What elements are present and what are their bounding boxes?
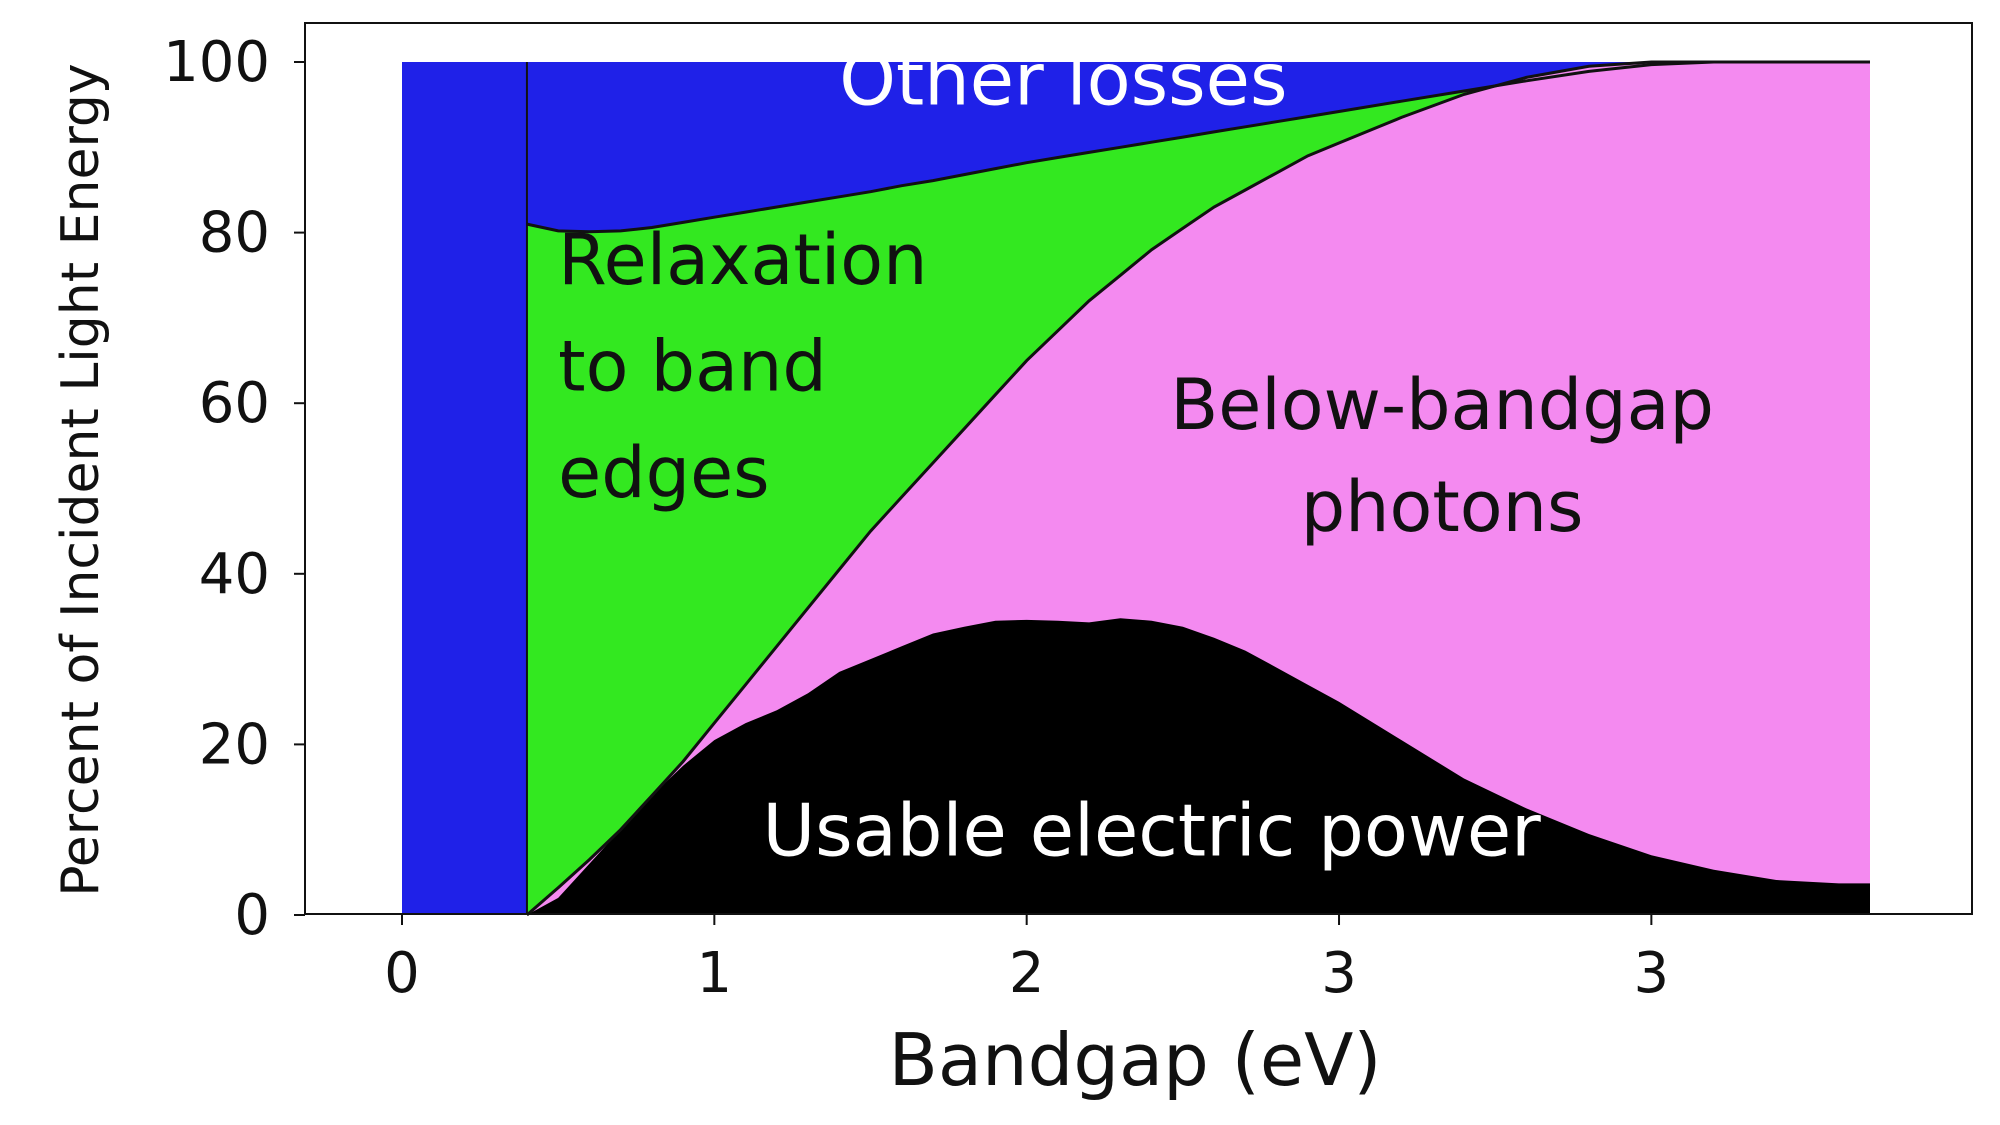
annotation-other_losses: Other losses — [839, 38, 1287, 122]
x-tick-label-2: 2 — [1009, 941, 1045, 1006]
x-tick-label-0: 0 — [384, 941, 420, 1006]
y-tick-label-4: 80 — [199, 201, 270, 266]
annotation-below_line2: photons — [1301, 466, 1584, 548]
plot-areas — [402, 60, 1870, 917]
annotation-relaxation_line2: to band — [558, 325, 827, 407]
x-tick-label-4: 3 — [1634, 941, 1670, 1006]
x-tick-label-1: 1 — [697, 941, 733, 1006]
y-axis-label: Percent of Incident Light Energy — [51, 63, 111, 896]
annotation-usable: Usable electric power — [762, 788, 1541, 872]
annotation-relaxation_line3: edges — [558, 432, 769, 514]
y-tick-label-3: 60 — [199, 371, 270, 436]
annotation-below_line1: Below-bandgap — [1170, 364, 1714, 446]
x-tick-label-3: 3 — [1321, 941, 1357, 1006]
annotation-relaxation_line1: Relaxation — [558, 219, 927, 301]
boundary-pink-top — [525, 60, 1870, 917]
area-usable-power — [526, 618, 1870, 915]
y-tick-label-0: 0 — [234, 883, 270, 948]
y-tick-label-1: 20 — [199, 712, 270, 777]
x-axis-label: Bandgap (eV) — [889, 1018, 1382, 1102]
y-tick-label-2: 40 — [199, 542, 270, 607]
y-axis: 0 20 40 60 80 100 — [163, 30, 305, 948]
x-axis: 0 1 2 3 3 — [384, 915, 1669, 1006]
plot-frame — [304, 22, 1973, 915]
boundary-green-top — [526, 60, 1870, 234]
y-tick-label-5: 100 — [163, 30, 270, 95]
